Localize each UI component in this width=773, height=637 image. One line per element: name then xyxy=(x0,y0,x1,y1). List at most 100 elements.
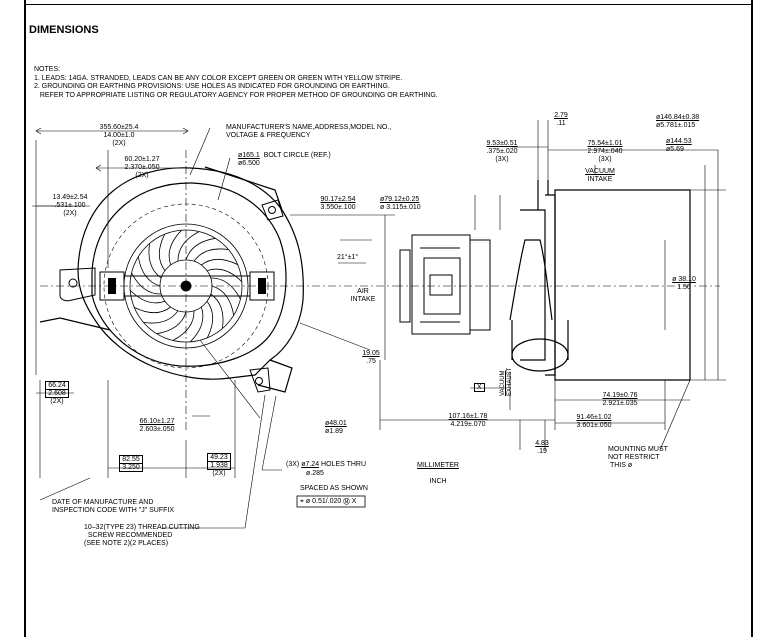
dim-value-mm: 49.23 xyxy=(207,453,231,462)
dim-48: ø48.01 ø1.89 xyxy=(325,420,347,436)
note-line: 2. GROUNDING OR EARTHING PROVISIONS: USE… xyxy=(34,83,390,90)
vacuum-exhaust-label: VACUUM EXHAUST xyxy=(500,368,514,396)
dim-value-inch: 1.938 xyxy=(207,461,231,470)
callout-text: (SEE NOTE 2)(2 PLACES) xyxy=(84,540,169,547)
fan-blade xyxy=(168,229,182,266)
side-view-adaptor xyxy=(399,234,491,335)
dim-quantity: (2X) xyxy=(212,470,226,477)
notes-block: NOTES: 1. LEADS: 14GA. STRANDED, LEADS C… xyxy=(34,66,438,100)
dim-66b: 66.10±1.27 2.603±.050 xyxy=(126,418,188,434)
dim-value-inch: .75 xyxy=(366,358,376,365)
note-line: 1. LEADS: 14GA. STRANDED, LEADS CAN BE A… xyxy=(34,74,403,82)
spaced-label: SPACED AS SHOWN xyxy=(300,485,368,492)
volute-housing xyxy=(39,166,304,393)
fan-blade xyxy=(177,231,200,262)
dim-value-mm: 74.19±0.76 xyxy=(602,392,638,399)
note-line: NOTES: xyxy=(34,66,61,73)
bolt-circle xyxy=(103,203,269,369)
dim-value-mm: 82.55 xyxy=(119,455,143,464)
dim-value-mm: 2.79 xyxy=(554,112,568,119)
dim-quantity: (2X) xyxy=(63,210,77,217)
dim-value-mm: 355.60±25.4 xyxy=(99,124,139,131)
dim-value-mm: 91.46±1.02 xyxy=(576,414,612,421)
callout-text: VOLTAGE & FREQUENCY xyxy=(226,132,311,139)
dim-value-inch: 2.921±.035 xyxy=(602,400,638,407)
dim-value-inch: ø5.781±.015 xyxy=(656,122,696,129)
mounting-ears xyxy=(59,199,284,393)
callout-text: MOUNTING MUST xyxy=(608,446,668,453)
dim-quantity: (3X) xyxy=(286,461,300,468)
dim-value-inch: 2.608 xyxy=(45,389,69,398)
dim-value-mm: 60.20±1.27 xyxy=(124,156,160,163)
motor-bracket xyxy=(99,271,275,301)
dim-79: ø79.12±0.25 ø 3.115±.010 xyxy=(380,196,421,212)
dim-60: 60.20±1.27 2.370±.050 (2X) xyxy=(112,156,172,180)
dim-355: 355.60±25.4 14.00±1.0 (2X) xyxy=(84,124,154,148)
dim-value-inch: 4.219±.070 xyxy=(450,421,486,428)
callout-text: HOLES THRU xyxy=(321,461,367,468)
datum-x-label: X xyxy=(474,383,485,392)
date-code-callout: DATE OF MANUFACTURE AND INSPECTION CODE … xyxy=(52,499,174,515)
dim-value-inch: 14.00±1.0 xyxy=(103,132,135,139)
dim-66: 66.24 2.608 (2X) xyxy=(42,381,72,406)
holes-callout: (3X) ø7.24 HOLES THRU xyxy=(286,461,366,469)
fan-blade xyxy=(156,311,187,335)
unit-mm: MILLIMETER xyxy=(416,462,459,469)
dim-19: 19.05 .75 xyxy=(356,350,386,366)
datum-letter: X xyxy=(474,383,485,392)
frame-right-border xyxy=(751,0,753,637)
dim-value-mm: 66.24 xyxy=(45,381,69,390)
dim-value-inch: 3.550±.100 xyxy=(320,204,356,211)
fan-blade xyxy=(211,285,235,316)
dim-quantity: (2X) xyxy=(50,398,64,405)
fan-blade xyxy=(129,290,166,304)
dim-90: 90.17±2.54 3.550±.100 xyxy=(308,196,368,212)
callout-text: MANUFACTURER'S NAME,ADDRESS,MODEL NO., xyxy=(226,124,392,131)
dim-quantity: (3X) xyxy=(495,156,509,163)
callout-text: NOT RESTRICT xyxy=(608,454,660,461)
fan-blade xyxy=(210,293,224,329)
dim-146: ø146.84±0.38 ø5.781±.015 xyxy=(656,114,699,130)
fan-blade xyxy=(143,310,179,324)
fan-blades xyxy=(129,229,243,343)
dim-value-inch: ø1.89 xyxy=(325,428,343,435)
vacuum-intake-label: VACUUM INTAKE xyxy=(580,168,620,184)
front-dimension-lines xyxy=(32,127,395,529)
dim-quantity: (2X) xyxy=(135,172,149,179)
dim-value-mm: 107.16±1.78 xyxy=(448,413,488,420)
screw-callout: 10–32(TYPE 23) THREAD CUTTING SCREW RECO… xyxy=(84,524,200,548)
dim-value-mm: ø48.01 xyxy=(325,420,347,427)
dim-953: 9.53±0.51 .375±.020 (3X) xyxy=(478,140,526,164)
dim-value-mm: 75.54±1.01 xyxy=(587,140,623,147)
mounting-note: MOUNTING MUST NOT RESTRICT THIS ø xyxy=(608,446,668,470)
dim-107: 107.16±1.78 4.219±.070 xyxy=(438,413,498,429)
dim-value-mm: ø144.53 xyxy=(666,138,692,145)
dim-value-inch: ø 3.115±.010 xyxy=(380,204,421,211)
front-centerlines xyxy=(40,150,395,430)
callout-text: EXHAUST xyxy=(507,367,513,396)
dim-value-inch: 2.370±.050 xyxy=(124,164,160,171)
dim-144: ø144.53 ø5.69 xyxy=(666,138,692,154)
dim-483: 4.83 .19 xyxy=(530,440,554,456)
fan-blade xyxy=(131,272,162,295)
fan-blade xyxy=(201,258,238,266)
dim-value-inch: .11 xyxy=(556,120,566,127)
dim-value-mm: 9.53±0.51 xyxy=(486,140,518,147)
dim-value-mm: ø79.12±0.25 xyxy=(380,196,420,203)
dim-74: 74.19±0.76 2.921±.035 xyxy=(592,392,648,408)
fan-wheel xyxy=(123,223,249,349)
page-title: DIMENSIONS xyxy=(29,24,99,36)
unit-inch: INCH xyxy=(429,478,447,485)
dim-value-mm: 4.83 xyxy=(535,440,549,447)
air-intake-label: AIR INTAKE xyxy=(348,288,378,304)
dim-value-inch: ø5.69 xyxy=(666,146,684,153)
units-legend: MILLIMETER INCH xyxy=(410,462,466,486)
dim-value-mm: ø165.1 xyxy=(238,152,260,159)
dim-value-mm: ø 38.10 xyxy=(672,276,696,283)
motor-dimension-lines xyxy=(379,120,726,451)
bolt-circle-callout: ø165.1 BOLT CIRCLE (REF.) ø6.500 xyxy=(238,152,331,168)
dim-value-inch: 3.601±.050 xyxy=(576,422,612,429)
feature-control-text: ⌖ ø 0.51/.020 Ⓜ X xyxy=(300,498,357,505)
fan-blade xyxy=(172,310,195,341)
callout-text: VACUUM xyxy=(500,370,506,396)
